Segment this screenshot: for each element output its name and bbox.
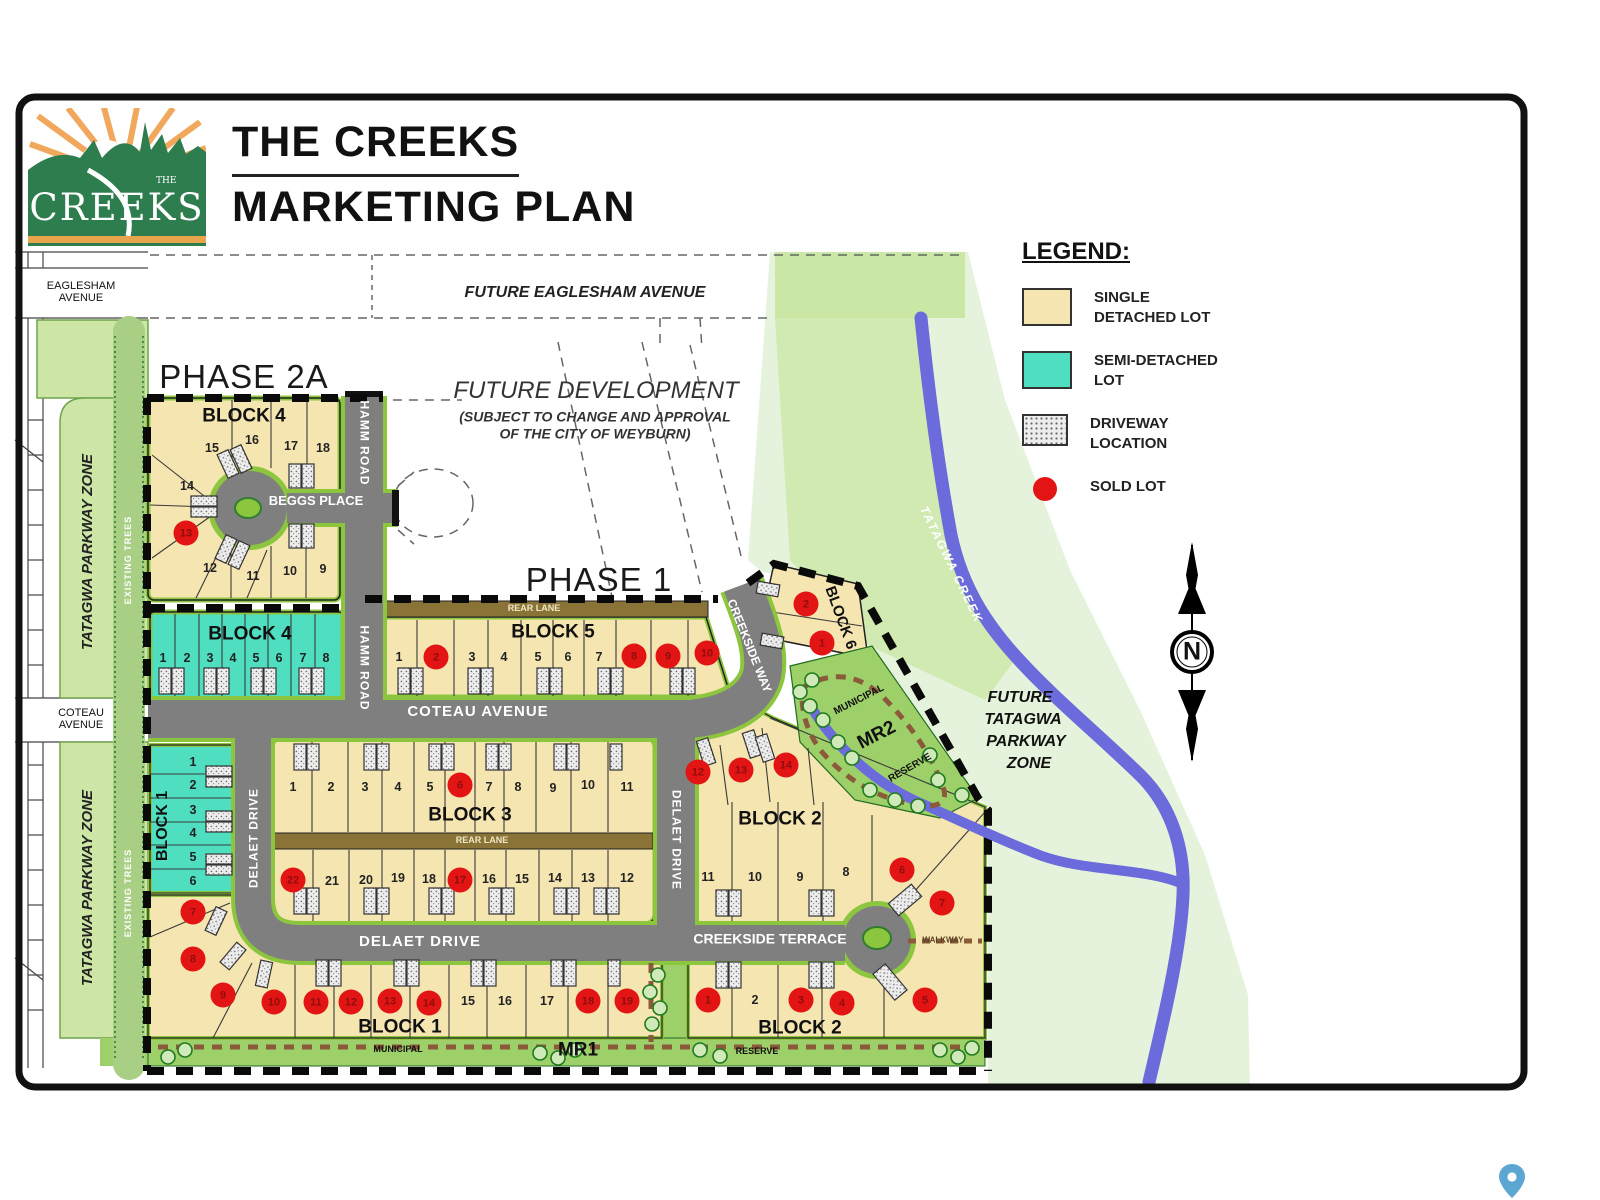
future-roads-dashed — [150, 254, 962, 598]
delaet-drive-road — [235, 738, 845, 961]
legend-item-driveway: DRIVEWAY LOCATION — [1022, 414, 1282, 453]
reserve-trails — [158, 674, 982, 1050]
single-detached-lot-swatch — [1022, 288, 1072, 326]
phase-boundary-dashed — [143, 394, 992, 1075]
legend-heading: LEGEND: — [1022, 238, 1130, 265]
plan-border — [15, 93, 1528, 1091]
mr2-trail — [799, 674, 947, 809]
driveway-location-swatch — [1022, 414, 1068, 446]
future-cul-de-sac-outline — [392, 468, 474, 538]
legend: LEGEND: SINGLE DETACHED LOT SEMI-DETACHE… — [1022, 238, 1282, 525]
legend-item-single-detached: SINGLE DETACHED LOT — [1022, 288, 1282, 327]
legend-item-sold-lot: SOLD LOT — [1022, 477, 1282, 501]
terrace-island — [862, 926, 892, 950]
legend-label: LOCATION — [1090, 434, 1168, 452]
map-pin-icon[interactable] — [1499, 1164, 1525, 1198]
title-line-1: THE CREEKS — [232, 118, 520, 177]
tatagwa-parkway-strips — [36, 316, 149, 1080]
page-title: THE CREEKS MARKETING PLAN — [232, 118, 635, 232]
rear-lane-block3 — [273, 832, 654, 850]
coteau-avenue-road — [148, 578, 783, 738]
legend-item-semi-detached: SEMI-DETACHED LOT — [1022, 351, 1282, 390]
rear-lane-block5 — [367, 600, 709, 618]
legend-label: SOLD LOT — [1090, 478, 1166, 495]
north-compass — [1170, 542, 1214, 762]
driveway-locations — [158, 443, 923, 1002]
legend-label: DRIVEWAY — [1090, 415, 1169, 432]
mr2-reserve-area — [789, 645, 979, 819]
logo-brand-text: CREEKS — [29, 186, 204, 229]
logo-the-text: THE — [156, 176, 176, 186]
tree-symbols — [160, 672, 980, 1066]
legend-label: SINGLE — [1094, 289, 1150, 306]
beggs-island — [234, 497, 262, 519]
roads — [148, 391, 916, 979]
legend-label: SEMI-DETACHED — [1094, 352, 1218, 369]
mr1-reserve-strip — [147, 1037, 986, 1067]
creeks-logo: THE CREEKS — [28, 101, 208, 251]
legend-label: LOT — [1094, 371, 1124, 389]
legend-label: DETACHED LOT — [1094, 308, 1211, 326]
sold-lot-swatch — [1033, 477, 1057, 501]
title-line-2: MARKETING PLAN — [232, 183, 636, 231]
semi-detached-lot-swatch — [1022, 351, 1072, 389]
